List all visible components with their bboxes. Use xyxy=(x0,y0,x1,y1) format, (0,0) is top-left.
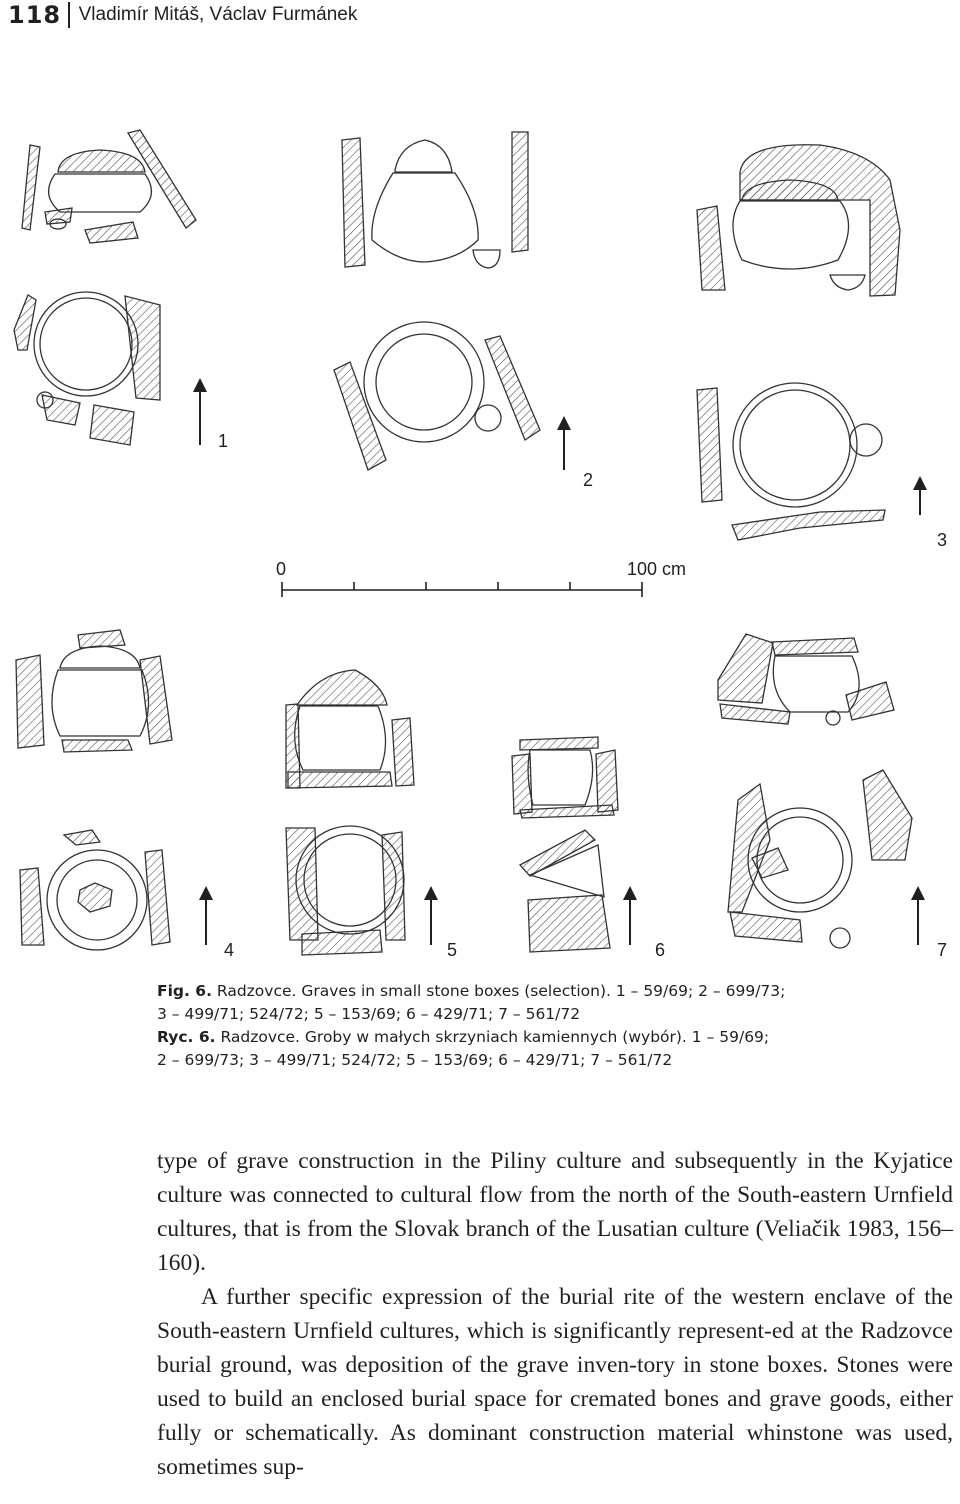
scale-bar xyxy=(281,582,643,597)
north-arrow-7 xyxy=(911,886,925,945)
north-arrow-6 xyxy=(623,886,637,945)
north-arrow-3 xyxy=(913,476,927,515)
grave-plan-7 xyxy=(717,633,913,949)
north-arrow-5 xyxy=(424,886,438,945)
scale-label-start: 0 xyxy=(276,559,286,579)
grave-label-5: 5 xyxy=(447,940,457,960)
header-divider xyxy=(68,2,70,28)
caption-polish-text1: Radzovce. Groby w małych skrzyniach kami… xyxy=(220,1028,770,1046)
page-number: 118 xyxy=(8,1,62,29)
grave-label-2: 2 xyxy=(583,470,593,490)
caption-english-label: Fig. 6. xyxy=(157,982,212,1000)
grave-label-1: 1 xyxy=(218,431,228,451)
north-arrow-4 xyxy=(199,886,213,945)
north-arrow-2 xyxy=(557,416,571,470)
grave-label-6: 6 xyxy=(655,940,665,960)
grave-plan-4 xyxy=(15,629,173,951)
grave-label-4: 4 xyxy=(224,940,234,960)
figure-caption: Fig. 6. Radzovce. Graves in small stone … xyxy=(157,980,947,1072)
caption-english-text2: 3 – 499/71; 524/72; 5 – 153/69; 6 – 429/… xyxy=(157,1005,581,1023)
grave-plan-2 xyxy=(333,131,541,471)
scale-label-end: 100 cm xyxy=(627,559,686,579)
grave-plan-1 xyxy=(13,129,197,446)
running-head-authors: Vladimír Mitáš, Václav Furmánek xyxy=(78,4,358,25)
grave-label-7: 7 xyxy=(937,940,947,960)
north-arrow-1 xyxy=(193,378,207,445)
caption-polish-label: Ryc. 6. xyxy=(157,1028,216,1046)
body-text: type of grave construction in the Piliny… xyxy=(157,1144,953,1484)
grave-label-3: 3 xyxy=(937,530,947,550)
grave-plan-5 xyxy=(285,669,415,956)
body-paragraph-1: type of grave construction in the Piliny… xyxy=(157,1148,953,1276)
body-paragraph-2: A further specific expression of the bur… xyxy=(157,1284,953,1480)
caption-english-line1: Fig. 6. Radzovce. Graves in small stone … xyxy=(157,980,947,1003)
grave-plan-6 xyxy=(511,736,619,953)
figure-grave-plans: 1 2 3 0 100 cm 4 5 6 7 xyxy=(0,100,960,980)
caption-polish-text2: 2 – 699/73; 3 – 499/71; 524/72; 5 – 153/… xyxy=(157,1051,673,1069)
caption-polish-line1: Ryc. 6. Radzovce. Groby w małych skrzyni… xyxy=(157,1026,947,1049)
running-head: 118 Vladimír Mitáš, Václav Furmánek xyxy=(8,0,357,30)
grave-plan-3 xyxy=(696,144,901,541)
caption-english-text1: Radzovce. Graves in small stone boxes (s… xyxy=(216,982,786,1000)
